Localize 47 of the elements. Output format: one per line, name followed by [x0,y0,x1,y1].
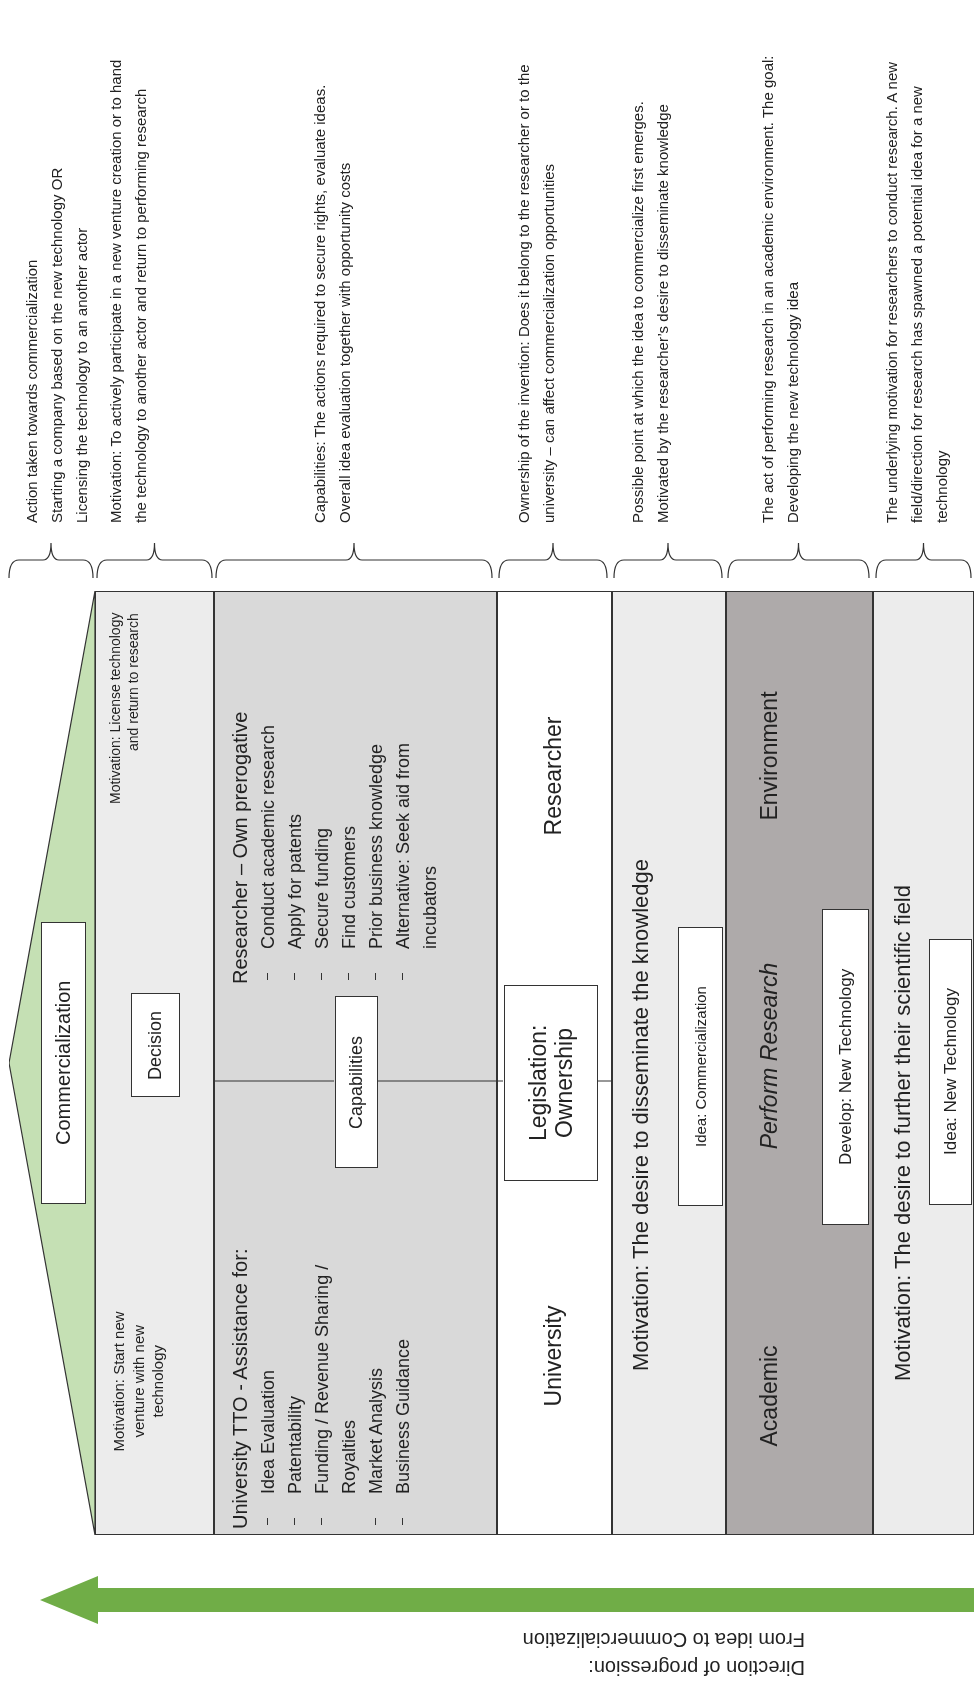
stage-band [214,591,497,1535]
description-text: Capabilities: The actions required to secure rights, evaluate ideas. Overall idea evaluation together with opportunity costs [310,83,354,523]
band-text: Motivation: The desire to disseminate the knowledge [627,859,654,1371]
stage-band [726,591,873,1535]
description-text: Action taken towards commercialization [22,258,41,523]
stage-box: Capabilities [335,996,378,1168]
list-item: Apply for patents [284,813,306,949]
description-text: The act of performing research in an academic environment. The goal: Developing the new technology idea [758,54,802,523]
direction-label: From idea to Commercialization [521,1628,805,1653]
stage-box: Commercialization [41,922,86,1204]
stage-box: Legislation: Ownership [504,985,598,1181]
list-heading: University TTO - Assistance for: [228,1247,252,1529]
band-text: Motivation: The desire to further their scientific field [889,884,916,1381]
pointer-shape [9,591,95,1535]
stage-band [873,591,974,1535]
band-text: Academic [755,1345,783,1447]
band-text: Environment [755,691,783,821]
list-item: Patentability [284,1395,306,1494]
description-text: Possible point at which the idea to commercialize first emerges. Motivated by the researcher’s desire to disseminate knowledge [628,100,672,523]
band-text: Researcher [539,716,567,836]
list-item: Idea Evaluation [257,1369,279,1494]
list-item: Secure funding [311,827,333,949]
list-item: Business Guidance [392,1338,414,1494]
band-text: Motivation: License technology and return to research [106,613,143,807]
stage-band [612,591,726,1535]
list-item: Prior business knowledge [365,743,387,949]
band-text: University [539,1305,567,1407]
list-item: Conduct academic research [257,724,279,949]
stage-box: Idea: New Technology [929,939,972,1205]
description-text: Licensing the technology to an another actor [71,226,91,523]
stage-box: Idea: Commercialization [678,927,723,1206]
description-text: The underlying motivation for researchers to conduct research. A new field/direction for research has spawned a potential idea for a new technology [882,60,951,523]
list-item: Market Analysis [365,1367,387,1494]
description-text: Starting a company based on the new technology OR [46,166,66,523]
stage-box: Decision [131,993,180,1097]
band-text: Perform Research [755,962,783,1150]
list-item: Funding / Revenue Sharing / Royalties [311,1263,360,1494]
description-text: Ownership of the invention: Does it belong to the researcher or to the university – can affect commercialization opportunities [514,63,558,523]
stage-band [95,591,214,1535]
description-text: Motivation: To actively participate in a new venture creation or to hand the technology to another actor and return to performing research [106,58,150,523]
stage-box: Develop: New Technology [822,909,869,1225]
list-item: Find customers [338,825,360,949]
list-heading: Researcher – Own prerogative [228,710,252,984]
list-item: Alternative: Seek aid from incubators [392,741,441,949]
direction-label: Direction of progression: [587,1656,805,1681]
stage-band [497,591,612,1535]
band-text: Motivation: Start new venture with new technology [109,1309,167,1454]
